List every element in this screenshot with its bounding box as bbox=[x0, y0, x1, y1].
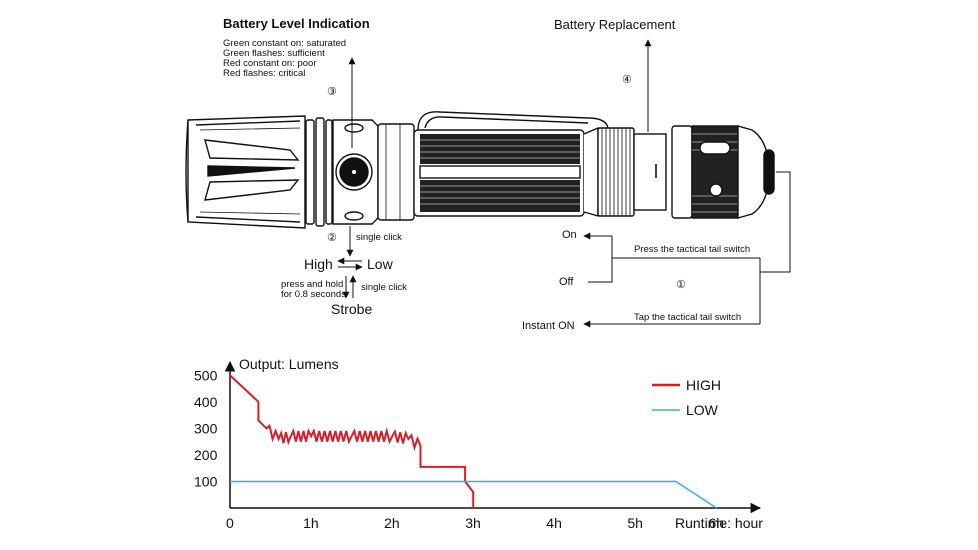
y-tick-label: 100 bbox=[194, 473, 218, 489]
flashlight-head bbox=[185, 115, 306, 229]
x-axis-label: Runtime: hour bbox=[675, 515, 763, 531]
y-axis-label: Output: Lumens bbox=[239, 356, 339, 372]
battery-level-section: Battery Level Indication Green constant … bbox=[223, 16, 370, 148]
y-tick-label: 400 bbox=[194, 394, 218, 410]
marker-3: ③ bbox=[327, 86, 337, 98]
press-hold-label: for 0.8 seconds bbox=[281, 289, 346, 300]
side-switch-section: ② single click High Low press and hold f… bbox=[281, 226, 407, 317]
marker-2: ② bbox=[327, 232, 337, 244]
tail-on-label: On bbox=[562, 229, 577, 241]
x-tick-label: 2h bbox=[384, 515, 400, 531]
single-click-label: single click bbox=[361, 282, 407, 293]
battery-level-line: Red flashes: critical bbox=[223, 68, 305, 79]
battery-level-line: Green flashes: sufficient bbox=[223, 48, 325, 59]
x-tick-label: 6h bbox=[708, 515, 724, 531]
head-rings bbox=[305, 117, 333, 227]
x-tick-label: 1h bbox=[303, 515, 319, 531]
y-tick-label: 200 bbox=[194, 447, 218, 463]
x-tick-label: 0 bbox=[226, 515, 234, 531]
marker-1: ① bbox=[676, 279, 686, 291]
x-tick-label: 3h bbox=[465, 515, 481, 531]
tail-threads bbox=[597, 127, 667, 217]
chart-legend: HIGH LOW bbox=[652, 377, 721, 418]
tail-instant-on-label: Instant ON bbox=[522, 320, 575, 332]
tail-off-label: Off bbox=[559, 276, 574, 288]
x-tick-label: 4h bbox=[546, 515, 562, 531]
mode-strobe: Strobe bbox=[331, 301, 372, 317]
press-tail-label: Press the tactical tail switch bbox=[634, 244, 750, 255]
chart-series bbox=[229, 374, 717, 509]
tail-switch-section: On Off Instant ON Press the tactical tai… bbox=[522, 171, 791, 332]
battery-level-title: Battery Level Indication bbox=[223, 16, 370, 31]
y-tick-label: 300 bbox=[194, 420, 218, 436]
y-tick-labels: 100 200 300 400 500 bbox=[194, 367, 218, 489]
legend-low-label: LOW bbox=[686, 402, 719, 418]
x-tick-labels: 0 1h 2h 3h 4h 5h 6h bbox=[226, 515, 724, 531]
single-click-label: single click bbox=[356, 232, 402, 243]
legend-high-label: HIGH bbox=[686, 377, 721, 393]
battery-level-line: Red constant on: poor bbox=[223, 58, 316, 69]
battery-level-line: Green constant on: saturated bbox=[223, 38, 346, 49]
battery-replacement-title: Battery Replacement bbox=[554, 17, 676, 32]
mode-low: Low bbox=[367, 256, 394, 272]
flashlight-body bbox=[413, 126, 599, 217]
tail-connectors bbox=[588, 171, 791, 324]
flashlight-illustration bbox=[185, 111, 775, 229]
tap-tail-label: Tap the tactical tail switch bbox=[634, 312, 741, 323]
x-tick-label: 5h bbox=[627, 515, 643, 531]
series-line-low bbox=[230, 480, 717, 509]
y-tick-label: 500 bbox=[194, 367, 218, 383]
series-line-high bbox=[229, 374, 475, 508]
side-switch-housing bbox=[332, 119, 415, 225]
tail-cap bbox=[671, 125, 775, 219]
marker-4: ④ bbox=[622, 74, 632, 86]
mode-high: High bbox=[304, 256, 333, 272]
runtime-chart: Output: Lumens Runtime: hour 100 200 300 40… bbox=[194, 356, 763, 531]
chart-axes bbox=[224, 360, 762, 514]
battery-replacement-section: Battery Replacement ④ bbox=[554, 17, 676, 132]
press-hold-label: press and hold bbox=[281, 279, 343, 290]
